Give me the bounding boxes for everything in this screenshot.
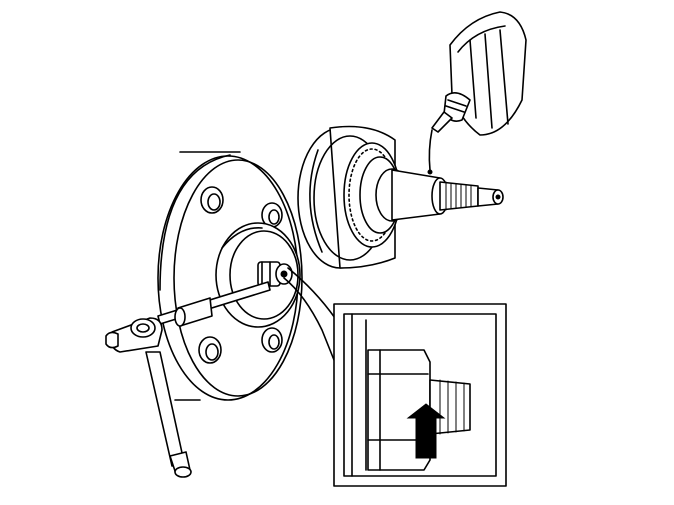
wheel-hub-flange xyxy=(157,151,303,401)
detail-inset xyxy=(333,303,507,487)
hub-nut xyxy=(257,261,293,287)
thread-lock-bottle xyxy=(427,11,527,175)
arrow-up-icon xyxy=(406,403,446,459)
drive-shaft-stub xyxy=(375,168,504,222)
wheel-stud-holes xyxy=(198,186,283,364)
ratchet-wrench xyxy=(105,281,271,478)
shaft-threads xyxy=(445,181,472,211)
inset-shaft-threads xyxy=(439,379,465,435)
detail-callout-lines xyxy=(283,267,337,366)
